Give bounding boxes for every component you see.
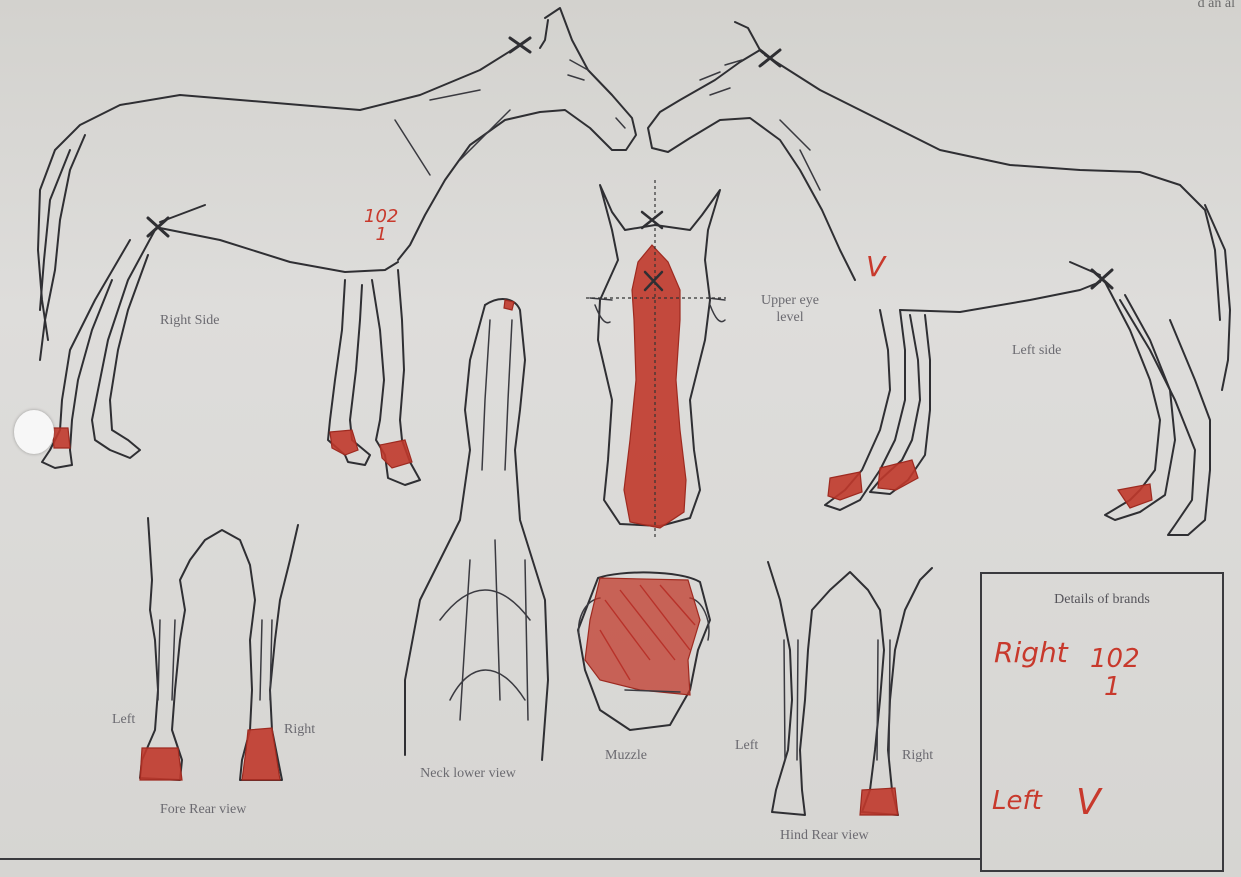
label-fore-right: Right (284, 722, 315, 738)
label-hind-rear-view: Hind Rear view (780, 828, 869, 844)
muzzle (578, 572, 710, 730)
handwritten-right-brand: 102 1 (364, 208, 398, 244)
label-left-side: Left side (1012, 343, 1061, 359)
neck-lower-view (405, 299, 548, 760)
head-front-view (586, 180, 726, 540)
label-right-side: Right Side (160, 313, 220, 329)
label-fore-rear-view: Fore Rear view (160, 802, 246, 818)
brands-left-value: V (1076, 782, 1101, 823)
brands-title: Details of brands (982, 592, 1222, 608)
hind-rear-view (768, 562, 932, 815)
punch-hole (14, 410, 54, 454)
bottom-rule (0, 858, 980, 860)
label-neck-lower-view: Neck lower view (418, 765, 518, 783)
brands-left-label: Left (992, 786, 1042, 816)
brands-right-label: Right (994, 636, 1068, 669)
brands-details-box: Details of brands Right 102 1 Left V (980, 572, 1224, 872)
brands-right-value-top: 102 (1090, 644, 1140, 674)
left-side-horse (648, 22, 1230, 535)
label-muzzle: Muzzle (605, 748, 647, 764)
label-hind-right: Right (902, 748, 933, 764)
label-hind-left: Left (735, 738, 758, 754)
brands-right-value-bottom: 1 (1104, 672, 1121, 702)
handwritten-left-brand: V (866, 250, 885, 283)
label-fore-left: Left (112, 712, 135, 728)
right-side-horse (38, 8, 636, 485)
label-upper-eye-level: Upper eye level (748, 292, 832, 326)
fore-rear-view (140, 518, 298, 780)
